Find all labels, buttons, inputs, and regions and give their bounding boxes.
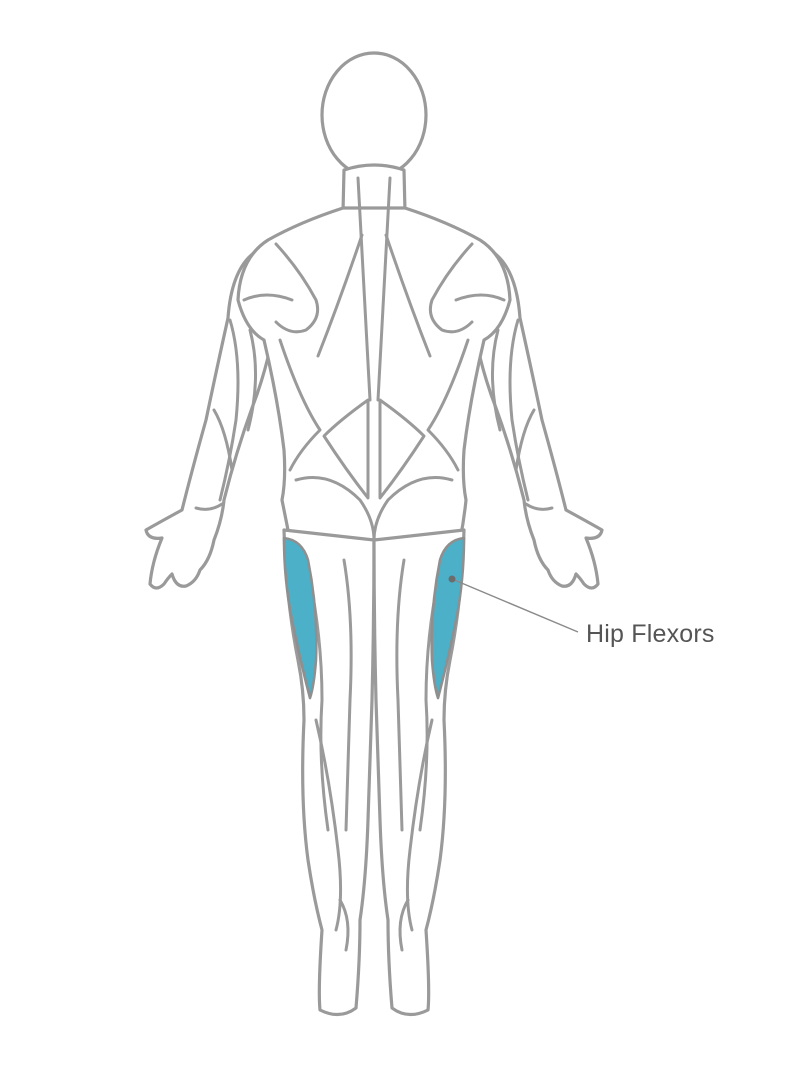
callout-anchor-dot	[448, 575, 456, 583]
left-arm	[144, 246, 276, 590]
hip-flexors-label: Hip Flexors	[586, 620, 715, 648]
torso	[236, 206, 512, 542]
neck	[341, 163, 407, 214]
hip-flexor-left-region	[282, 536, 318, 700]
head	[320, 51, 428, 179]
callout-leader-line	[451, 578, 579, 633]
hip-flexor-right-region	[430, 536, 466, 700]
right-arm	[472, 246, 604, 590]
